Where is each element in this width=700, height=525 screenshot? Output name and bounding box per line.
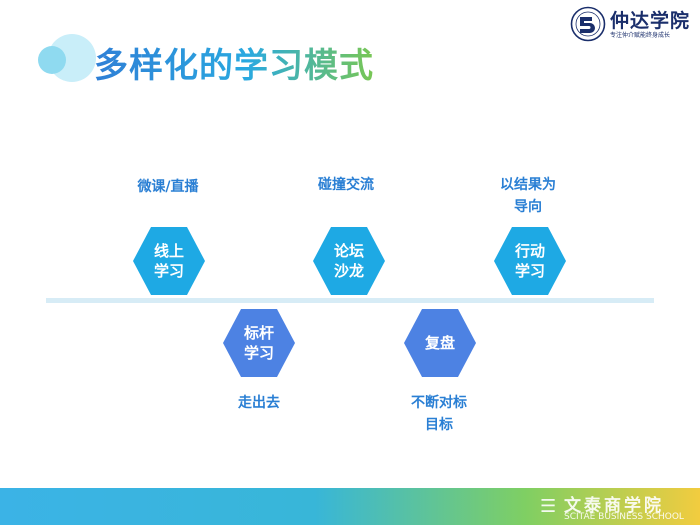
node-label: 微课/直播	[137, 179, 199, 195]
brand-emblem-icon	[570, 6, 606, 42]
learning-mode-node: 复盘	[404, 309, 476, 377]
footer-school-name-en: SCITAE BUSINESS SCHOOL	[564, 512, 684, 522]
node-label: 碰撞交流	[318, 177, 374, 193]
footer-school-name: 文泰商学院	[564, 496, 664, 516]
learning-mode-node: 标杆学习	[223, 309, 295, 377]
slide-title: 多样化的学习模式	[94, 38, 374, 87]
footer-bar	[0, 488, 700, 525]
footer-logo: ☰ 文泰商学院 SCITAE BUSINESS SCHOOL	[540, 488, 700, 525]
learning-mode-node: 论坛沙龙	[313, 227, 385, 295]
node-label: 走出去	[238, 395, 280, 411]
footer-emblem-icon: ☰	[540, 496, 557, 517]
decor-bubble-small	[38, 46, 66, 74]
node-label: 以结果为 导向	[500, 177, 556, 215]
brand-tagline: 专注仲介赋能终身成长	[610, 32, 671, 39]
learning-mode-node: 线上学习	[133, 227, 205, 295]
learning-mode-node: 行动学习	[494, 227, 566, 295]
node-label: 不断对标 目标	[411, 395, 467, 433]
brand-logo: 仲达学院 专注仲介赋能终身成长	[570, 4, 698, 42]
timeline-line	[46, 298, 654, 303]
brand-name: 仲达学院	[610, 10, 691, 32]
